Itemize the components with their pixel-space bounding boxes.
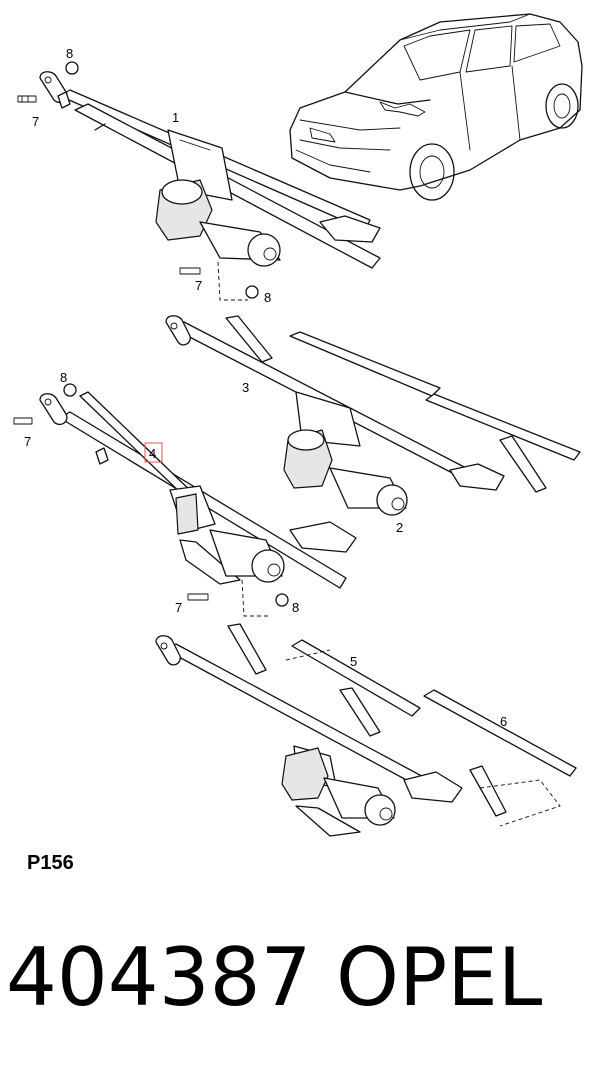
callout-8b: 8: [264, 290, 271, 305]
brand-name: OPEL: [336, 931, 543, 1024]
callout-5: 5: [350, 654, 357, 669]
callout-7d: 7: [175, 600, 182, 615]
diagram-page-code: P156: [27, 852, 74, 874]
wiper-linkage-assembly-1: [17, 61, 381, 301]
callout-2: 2: [396, 520, 403, 535]
wiper-linkage-diagram: 1 8 7 7 8 3 8 7 4 2 7 8 5 6: [13, 13, 583, 837]
callout-8d: 8: [292, 600, 299, 615]
part-number: 404387: [6, 931, 312, 1024]
callout-1: 1: [172, 110, 179, 125]
wiper-linkage-assembly-3: [165, 315, 581, 516]
callout-7b: 7: [195, 278, 202, 293]
callout-8c: 8: [60, 370, 67, 385]
callout-3: 3: [242, 380, 249, 395]
callout-6: 6: [500, 714, 507, 729]
wiper-linkage-assembly-5-6: [155, 623, 577, 837]
callout-4-highlight-box: [144, 442, 163, 463]
car-illustration: [289, 13, 583, 201]
callout-7c: 7: [24, 434, 31, 449]
callout-4: 4: [149, 446, 156, 461]
wiper-linkage-assembly-4: [13, 383, 357, 617]
callout-8a: 8: [66, 46, 73, 61]
callout-7a: 7: [32, 114, 39, 129]
